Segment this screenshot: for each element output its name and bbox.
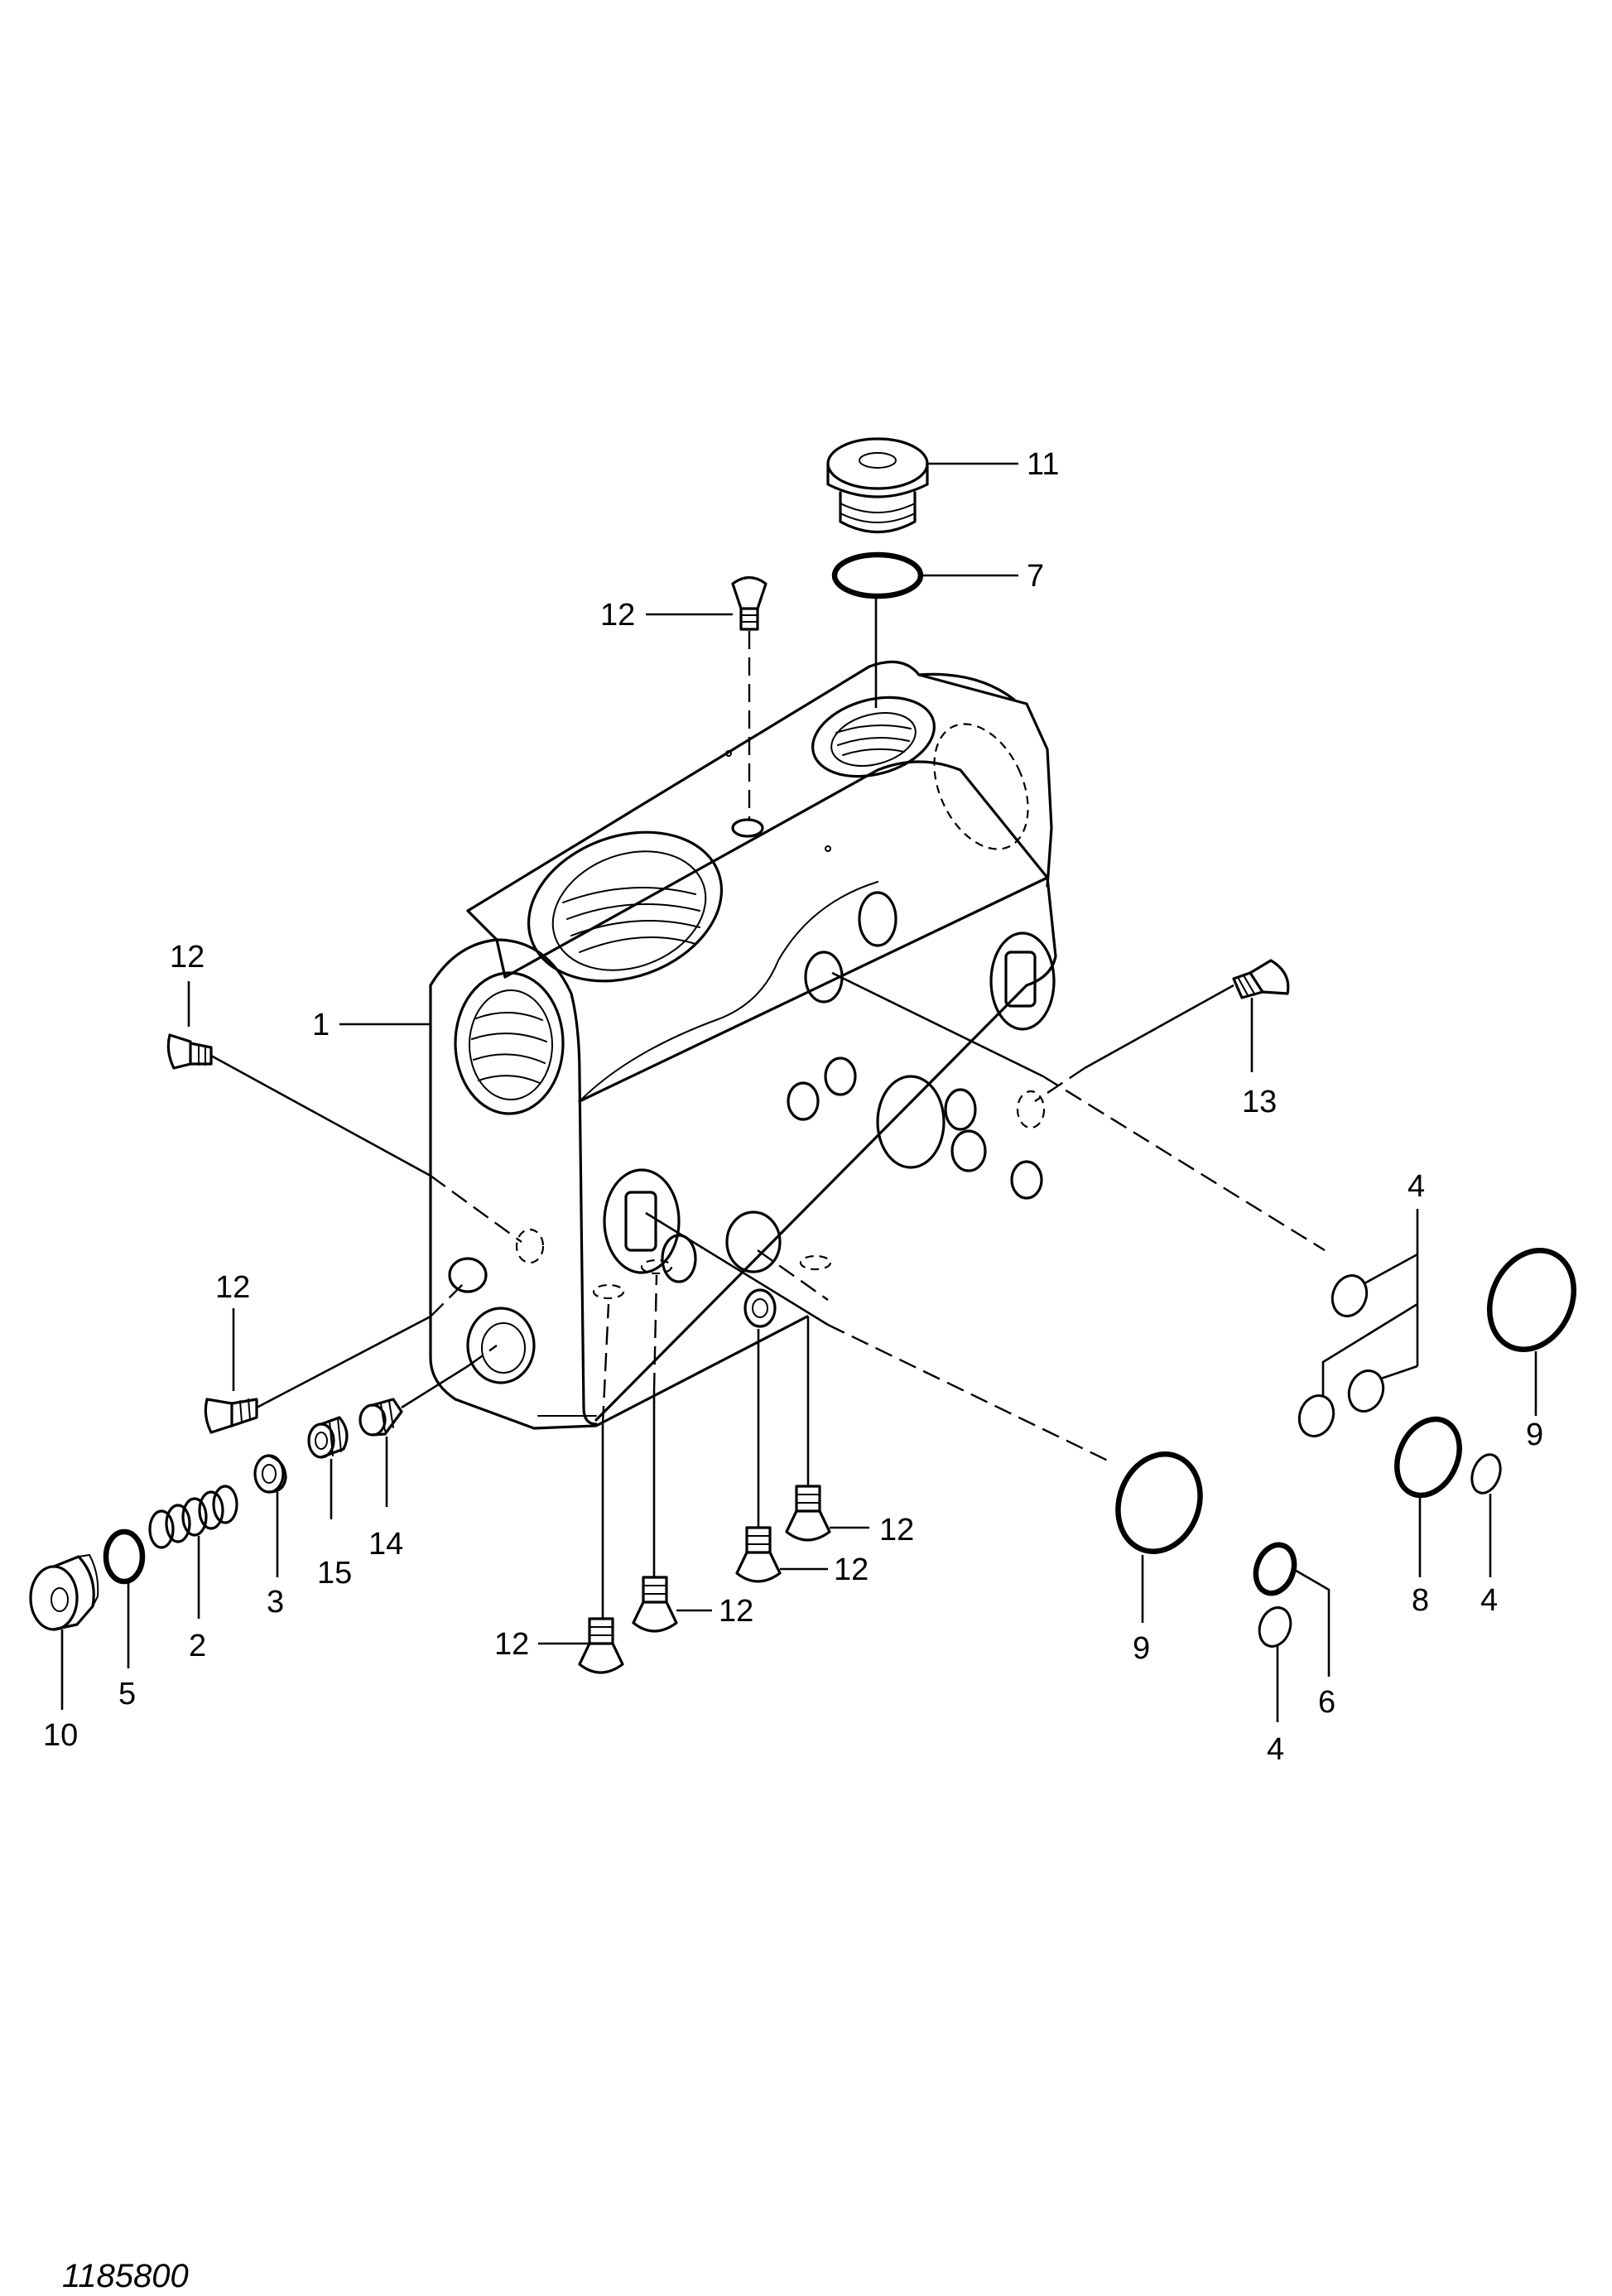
screw-left-upper: [166, 1033, 213, 1070]
drawing-number: 1185800: [62, 2258, 189, 2294]
o-ring-part-7: [831, 551, 924, 599]
screw-bottom-a: [578, 1617, 624, 1674]
screw-bottom-c: [735, 1526, 782, 1583]
o-ring-part-4-d: [1470, 1453, 1502, 1495]
o-ring-part-9-center: [1115, 1451, 1203, 1554]
spring-part-2: [148, 1485, 238, 1549]
callout-12-bottom-c: 12: [834, 1552, 869, 1587]
o-ring-part-4-c: [1347, 1369, 1385, 1413]
callout-12-left-upper: 12: [170, 940, 205, 975]
callout-14: 14: [368, 1527, 403, 1562]
callout-5: 5: [118, 1677, 136, 1711]
callout-12-left-lower: 12: [215, 1270, 250, 1305]
screw-bottom-d: [785, 1485, 831, 1542]
screw-top: [731, 575, 768, 631]
plug-part-15: [307, 1416, 349, 1459]
callout-7: 7: [1027, 559, 1044, 594]
o-ring-part-5: [103, 1528, 146, 1585]
plug-part-11: [826, 437, 929, 534]
o-ring-part-6: [1253, 1542, 1297, 1596]
callout-6: 6: [1318, 1685, 1335, 1720]
plug-part-10: [29, 1553, 99, 1631]
o-ring-part-9-right: [1486, 1248, 1577, 1352]
valve-body: [429, 660, 1057, 1430]
o-ring-part-4-e: [1258, 1606, 1292, 1648]
callout-12-bottom-d: 12: [879, 1513, 914, 1548]
screw-bottom-b: [632, 1576, 678, 1633]
callout-9-right: 9: [1526, 1418, 1543, 1452]
callout-10: 10: [43, 1718, 78, 1753]
o-ring-part-8: [1394, 1416, 1462, 1499]
screw-part-13: [1232, 959, 1290, 999]
callout-12-bottom-b: 12: [719, 1594, 753, 1629]
plug-part-14: [358, 1398, 403, 1437]
callout-8: 8: [1412, 1583, 1429, 1618]
callout-11: 11: [1027, 447, 1059, 482]
callout-15: 15: [317, 1556, 352, 1591]
washer-part-3: [253, 1454, 287, 1494]
callout-3: 3: [267, 1585, 284, 1620]
callout-4-right: 4: [1480, 1583, 1498, 1618]
screw-left-lower: [204, 1398, 258, 1434]
o-ring-part-4-b: [1297, 1394, 1335, 1437]
o-ring-part-4-a: [1331, 1274, 1369, 1317]
callout-9-center: 9: [1133, 1631, 1150, 1666]
callout-13: 13: [1242, 1085, 1277, 1119]
callout-12-bottom-a: 12: [494, 1627, 529, 1662]
callout-2: 2: [189, 1629, 206, 1663]
callout-4-top: 4: [1407, 1169, 1425, 1204]
callout-12-top: 12: [600, 598, 635, 633]
callout-1: 1: [312, 1008, 330, 1042]
callout-4-bottom: 4: [1267, 1732, 1284, 1767]
